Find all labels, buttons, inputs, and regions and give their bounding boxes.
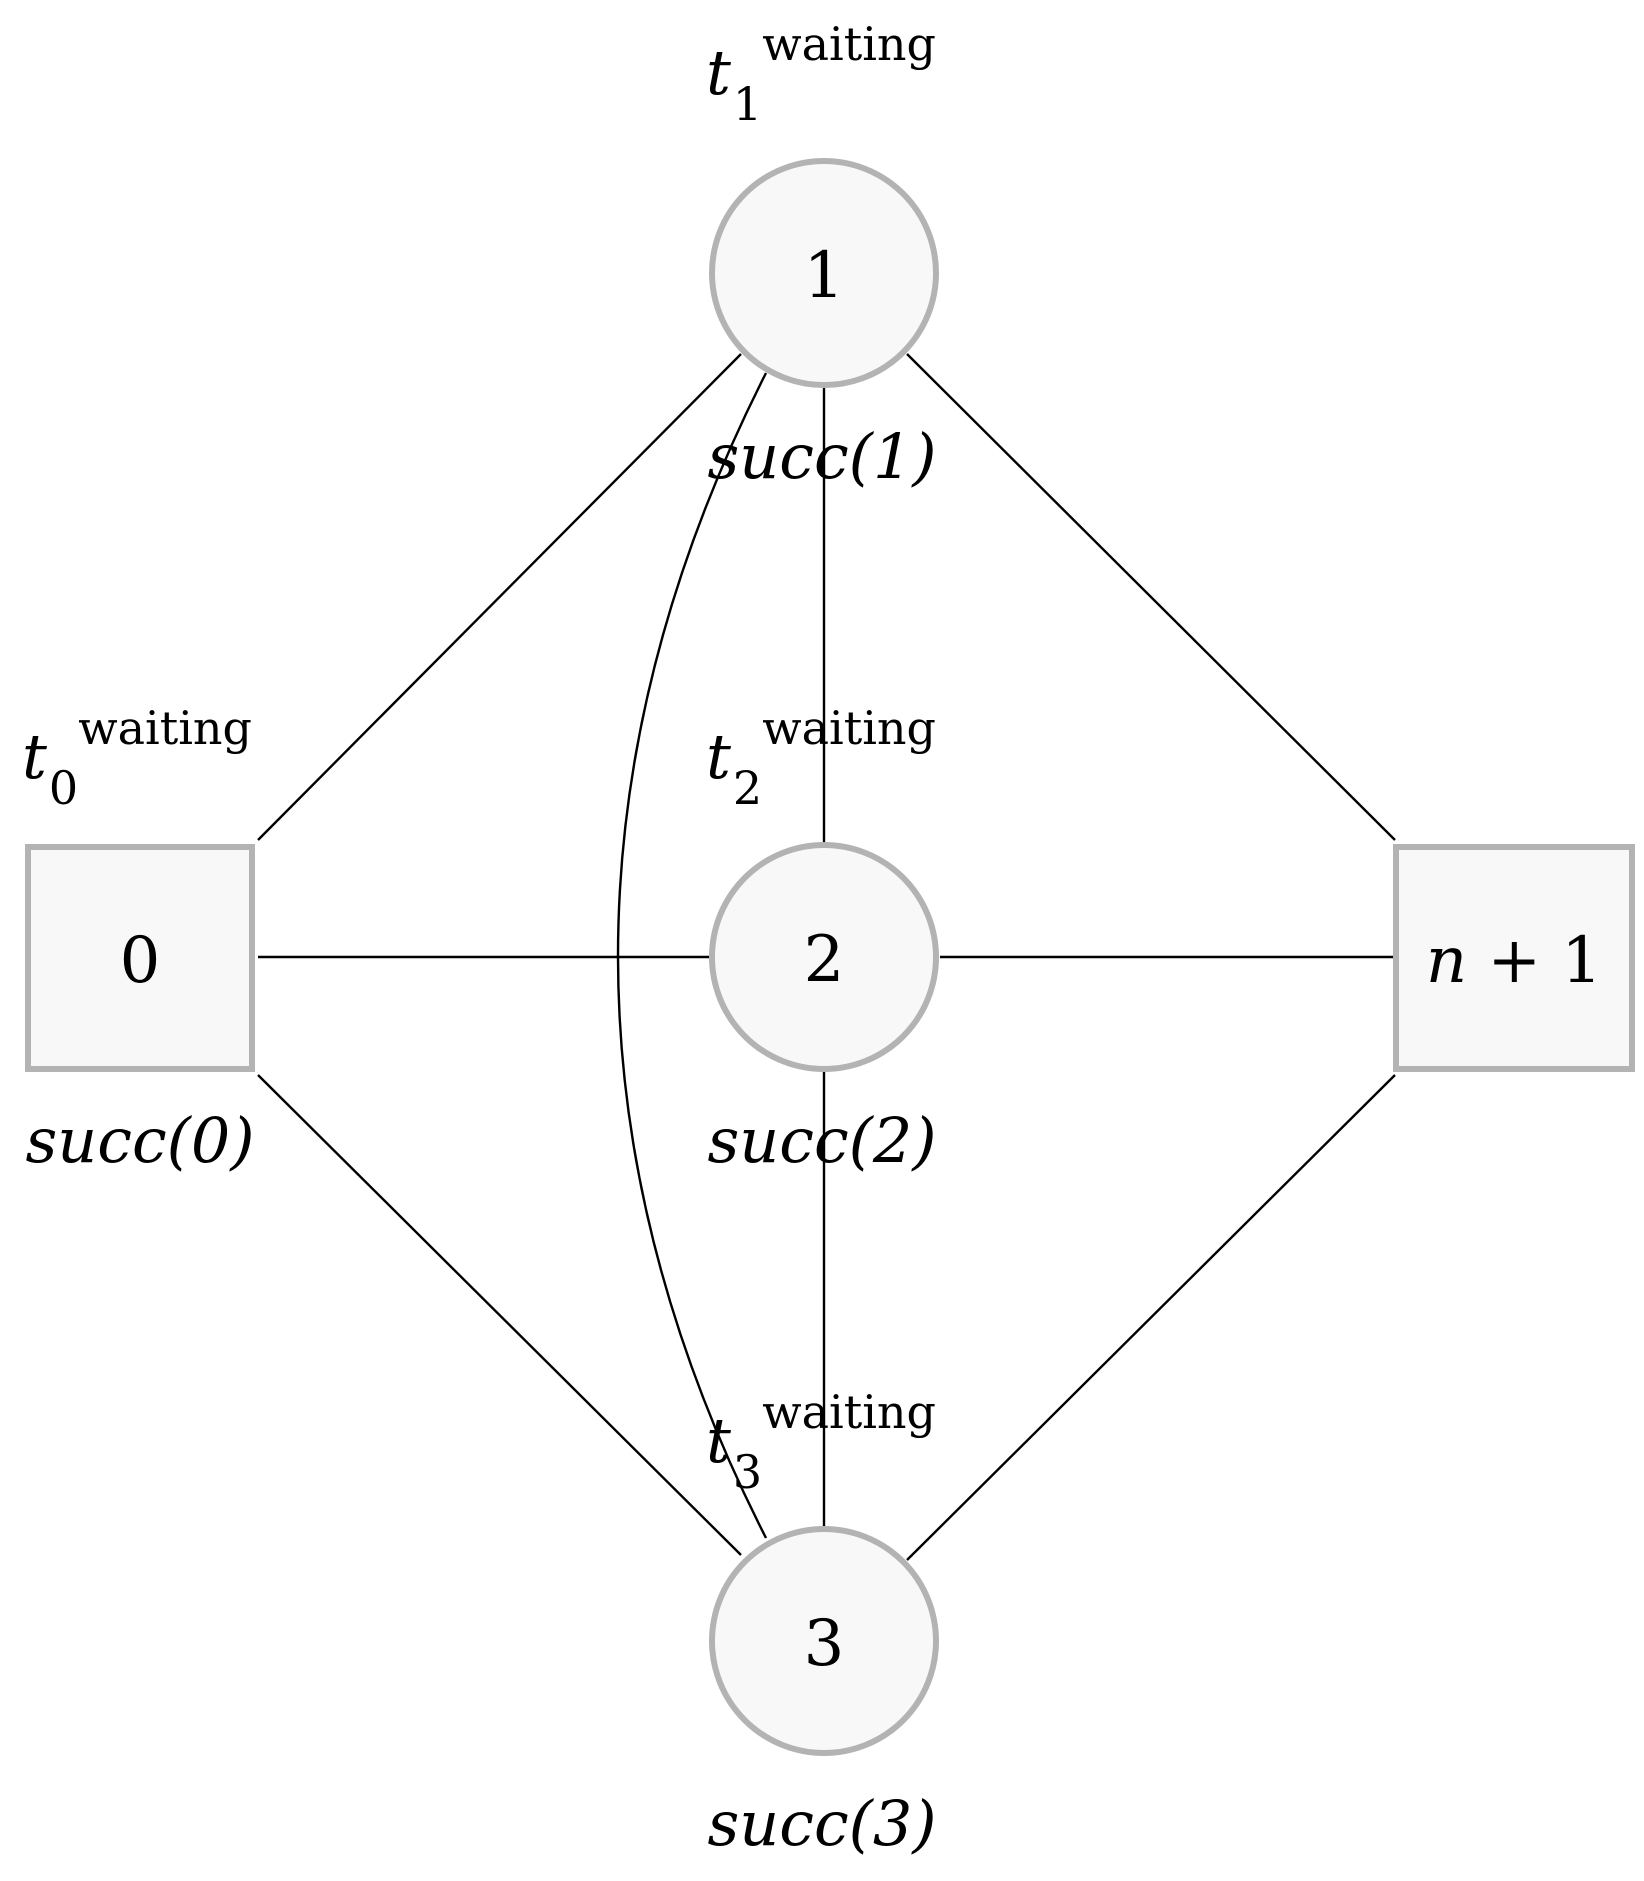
- node-3: 3: [709, 1526, 939, 1756]
- edge-0-1: [257, 353, 742, 841]
- node-n-plus-1: n + 1: [1393, 844, 1635, 1072]
- succ-label-3: succ(3): [707, 1787, 936, 1860]
- node-n-plus-1-label: n + 1: [1426, 924, 1602, 998]
- node-n-plus-1-label-rest: + 1: [1467, 924, 1602, 998]
- succ-label-0: succ(0): [25, 1104, 254, 1177]
- succ-label-1: succ(1): [707, 420, 936, 493]
- node-3-label: 3: [804, 1607, 845, 1681]
- node-0-box: [25, 844, 255, 1072]
- node-2: 2: [709, 842, 939, 1072]
- edge-1-3: [616, 372, 768, 1539]
- edge-0-3: [257, 1074, 742, 1556]
- node-1: 1: [709, 158, 939, 388]
- node-0-label: 0: [120, 924, 161, 998]
- edges: [257, 353, 1396, 1561]
- time-label-1: t1waiting: [706, 17, 936, 131]
- succ-label-2: succ(2): [707, 1104, 936, 1177]
- node-2-label: 2: [804, 923, 845, 997]
- node-3-circle: [709, 1526, 939, 1756]
- time-label-3: t3waiting: [706, 1385, 936, 1499]
- node-n-plus-1-label-n: n: [1426, 924, 1467, 998]
- node-2-circle: [709, 842, 939, 1072]
- edge-1-n1: [906, 353, 1396, 841]
- node-0: 0: [25, 844, 255, 1072]
- node-1-label: 1: [804, 239, 845, 313]
- edge-3-n1: [906, 1074, 1396, 1561]
- node-n-plus-1-box: [1393, 844, 1635, 1072]
- node-1-circle: [709, 158, 939, 388]
- time-label-2: t2waiting: [706, 701, 936, 815]
- time-label-0: t0waiting: [22, 701, 252, 815]
